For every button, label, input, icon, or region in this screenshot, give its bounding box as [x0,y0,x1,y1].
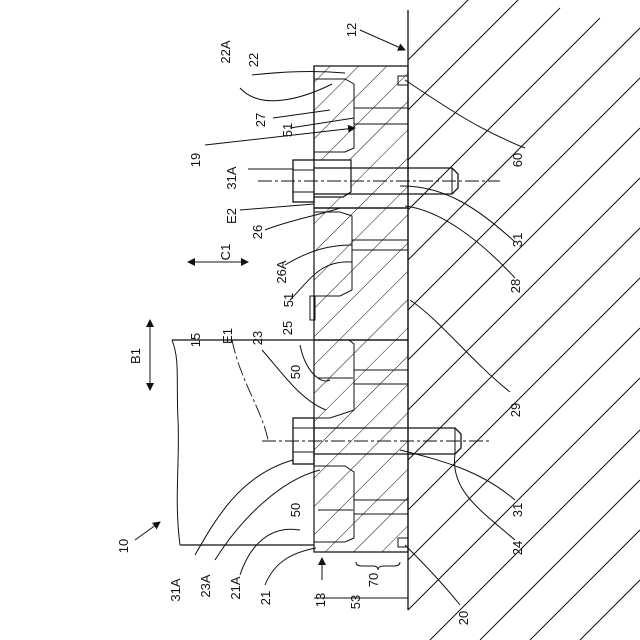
label-20: 20 [456,611,471,625]
label-15: 15 [188,333,203,347]
label-26A: 26A [274,260,289,283]
label-26: 26 [250,225,265,239]
label-B1: B1 [128,348,143,364]
label-31-lower: 31 [510,503,525,517]
label-23: 23 [250,331,265,345]
label-51-upper: 51 [280,123,295,137]
label-50-upper: 50 [288,365,303,379]
rail-block-middle [310,208,408,340]
label-60: 60 [510,153,525,167]
arrow-12 [360,30,405,50]
label-E1: E1 [220,328,235,344]
label-50-lower: 50 [288,503,303,517]
label-12: 12 [344,23,359,37]
bracket-70 [356,562,400,570]
label-23A: 23A [198,574,213,597]
label-E2: E2 [224,208,239,224]
label-53: 53 [348,595,363,609]
label-C1: C1 [218,244,233,261]
label-70: 70 [366,573,381,587]
label-22A: 22A [218,40,233,63]
label-31-upper: 31 [510,233,525,247]
label-25: 25 [280,321,295,335]
label-31A-lower: 31A [168,578,183,601]
label-24: 24 [510,541,525,555]
line-E1 [232,340,268,440]
label-27: 27 [253,113,268,127]
label-29: 29 [508,403,523,417]
label-22: 22 [246,53,261,67]
label-13: 13 [313,593,328,607]
label-10: 10 [116,539,131,553]
label-31A-upper: 31A [224,166,239,189]
rail-block-lower [314,340,408,552]
label-28: 28 [508,279,523,293]
arrow-10 [135,522,160,540]
label-51-middle: 51 [281,293,296,307]
label-19: 19 [188,153,203,167]
label-21: 21 [258,591,273,605]
rail-block-upper [314,66,408,208]
label-21A: 21A [228,576,243,599]
